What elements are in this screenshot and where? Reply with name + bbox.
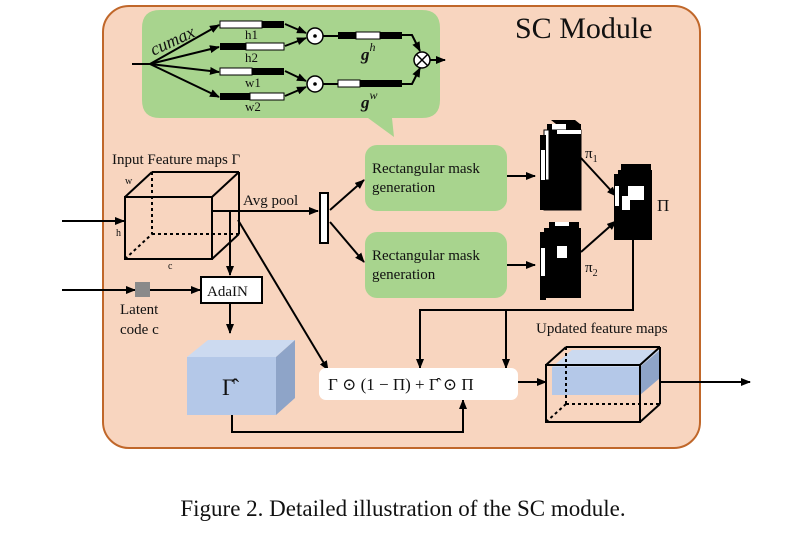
mask-gen-box-2-line1: Rectangular mask <box>372 248 480 264</box>
odot-icon-h <box>306 27 324 45</box>
gating-callout: cumax h1 h2 w1 w2 <box>132 10 446 137</box>
gate-w-label: gw <box>360 88 378 112</box>
fusion-formula-box <box>319 368 518 400</box>
input-cube <box>124 171 240 260</box>
mask-gen-box-1 <box>365 145 507 211</box>
mask-gen-box-1-line1: Rectangular mask <box>372 161 480 177</box>
mask-gen-box-2-line2: generation <box>372 267 436 283</box>
pooled-vector <box>319 192 329 244</box>
adain-label: AdaIN <box>207 284 248 300</box>
branch-label-h2: h2 <box>245 50 258 65</box>
branch-label-w2: w2 <box>245 99 261 114</box>
branch-bar-w1 <box>219 67 284 76</box>
branch-bar-h2 <box>220 42 285 51</box>
mask-pi1 <box>540 120 582 211</box>
sc-module-title: SC Module <box>515 12 653 45</box>
branch-bar-h1 <box>219 20 284 29</box>
latent-code-square <box>135 282 150 297</box>
pi1-label: π1 <box>585 146 598 165</box>
otimes-icon <box>413 51 431 69</box>
figure-caption: Figure 2. Detailed illustration of the S… <box>180 496 626 521</box>
updated-cube <box>545 346 661 423</box>
pi2-label: π2 <box>585 260 598 279</box>
branch-bar-w2 <box>220 92 285 101</box>
updated-label: Updated feature maps <box>536 321 668 337</box>
mask-pi-combined <box>614 164 652 240</box>
cube-label-h: h <box>116 228 121 239</box>
gate-bar-w <box>337 79 402 88</box>
gate-h-label: gh <box>360 40 376 64</box>
gamma-hat-cube <box>187 340 295 415</box>
mask-pi2 <box>540 222 581 300</box>
latent-label-line1: Latent <box>120 302 159 318</box>
fusion-formula: Γ ⊙ (1 − Π) + Γ̂ ⊙ Π <box>328 375 474 394</box>
adain-box <box>200 276 263 304</box>
gate-bar-h <box>338 31 402 40</box>
branch-label-h1: h1 <box>245 27 258 42</box>
cube-label-c: c <box>168 261 173 272</box>
big-pi-label: Π <box>657 196 669 215</box>
input-label: Input Feature maps Γ <box>112 152 241 168</box>
gamma-hat-label: Γ̂ <box>222 375 239 400</box>
mask-gen-box-2 <box>365 232 507 298</box>
latent-label-line2: code c <box>120 322 159 338</box>
cube-label-w: w <box>125 176 133 187</box>
avg-pool-label: Avg pool <box>243 193 298 209</box>
branch-label-w1: w1 <box>245 75 261 90</box>
odot-icon-w <box>306 75 324 93</box>
mask-gen-box-1-line2: generation <box>372 180 436 196</box>
